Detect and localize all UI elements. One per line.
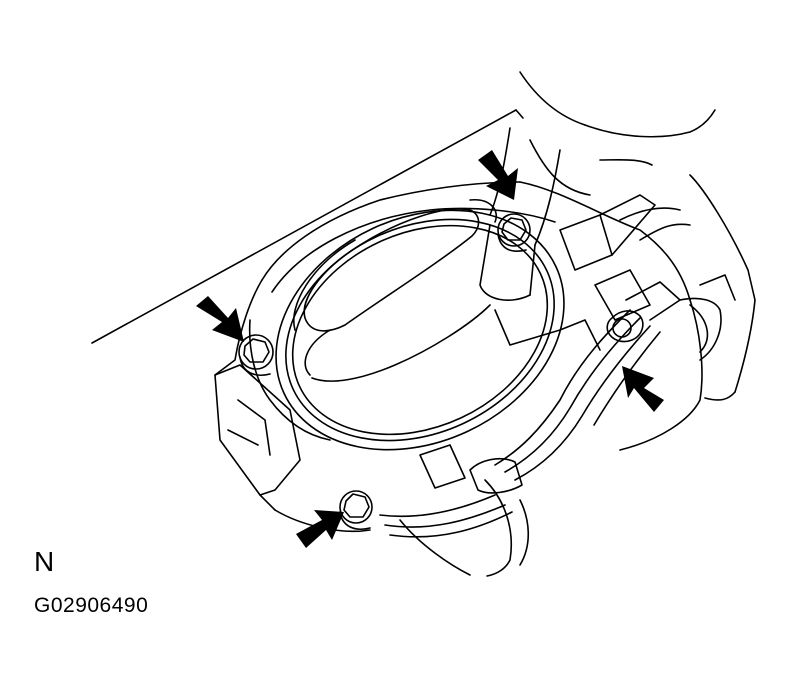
arrow-top-icon [478, 150, 518, 200]
view-letter: N [34, 546, 55, 577]
bolt-left [238, 334, 274, 376]
wire-harness [379, 274, 736, 538]
callout-arrows [196, 150, 664, 548]
bolt-top [497, 213, 531, 252]
left-bracket [214, 364, 301, 496]
bolt-right [612, 318, 632, 338]
shift-gate-plate [275, 209, 565, 451]
hand-outline [519, 71, 756, 401]
harness-clip [606, 281, 681, 343]
lower-hand-outline [399, 479, 530, 577]
connector-block [559, 194, 691, 351]
figure-code: G02906490 [34, 594, 149, 617]
gate-slot [293, 199, 497, 382]
arrow-right-icon [622, 366, 664, 412]
arrow-left-icon [196, 296, 244, 342]
arrow-bottom-icon [296, 510, 344, 548]
console-edge [91, 109, 524, 344]
bolt-bottom [339, 490, 373, 530]
